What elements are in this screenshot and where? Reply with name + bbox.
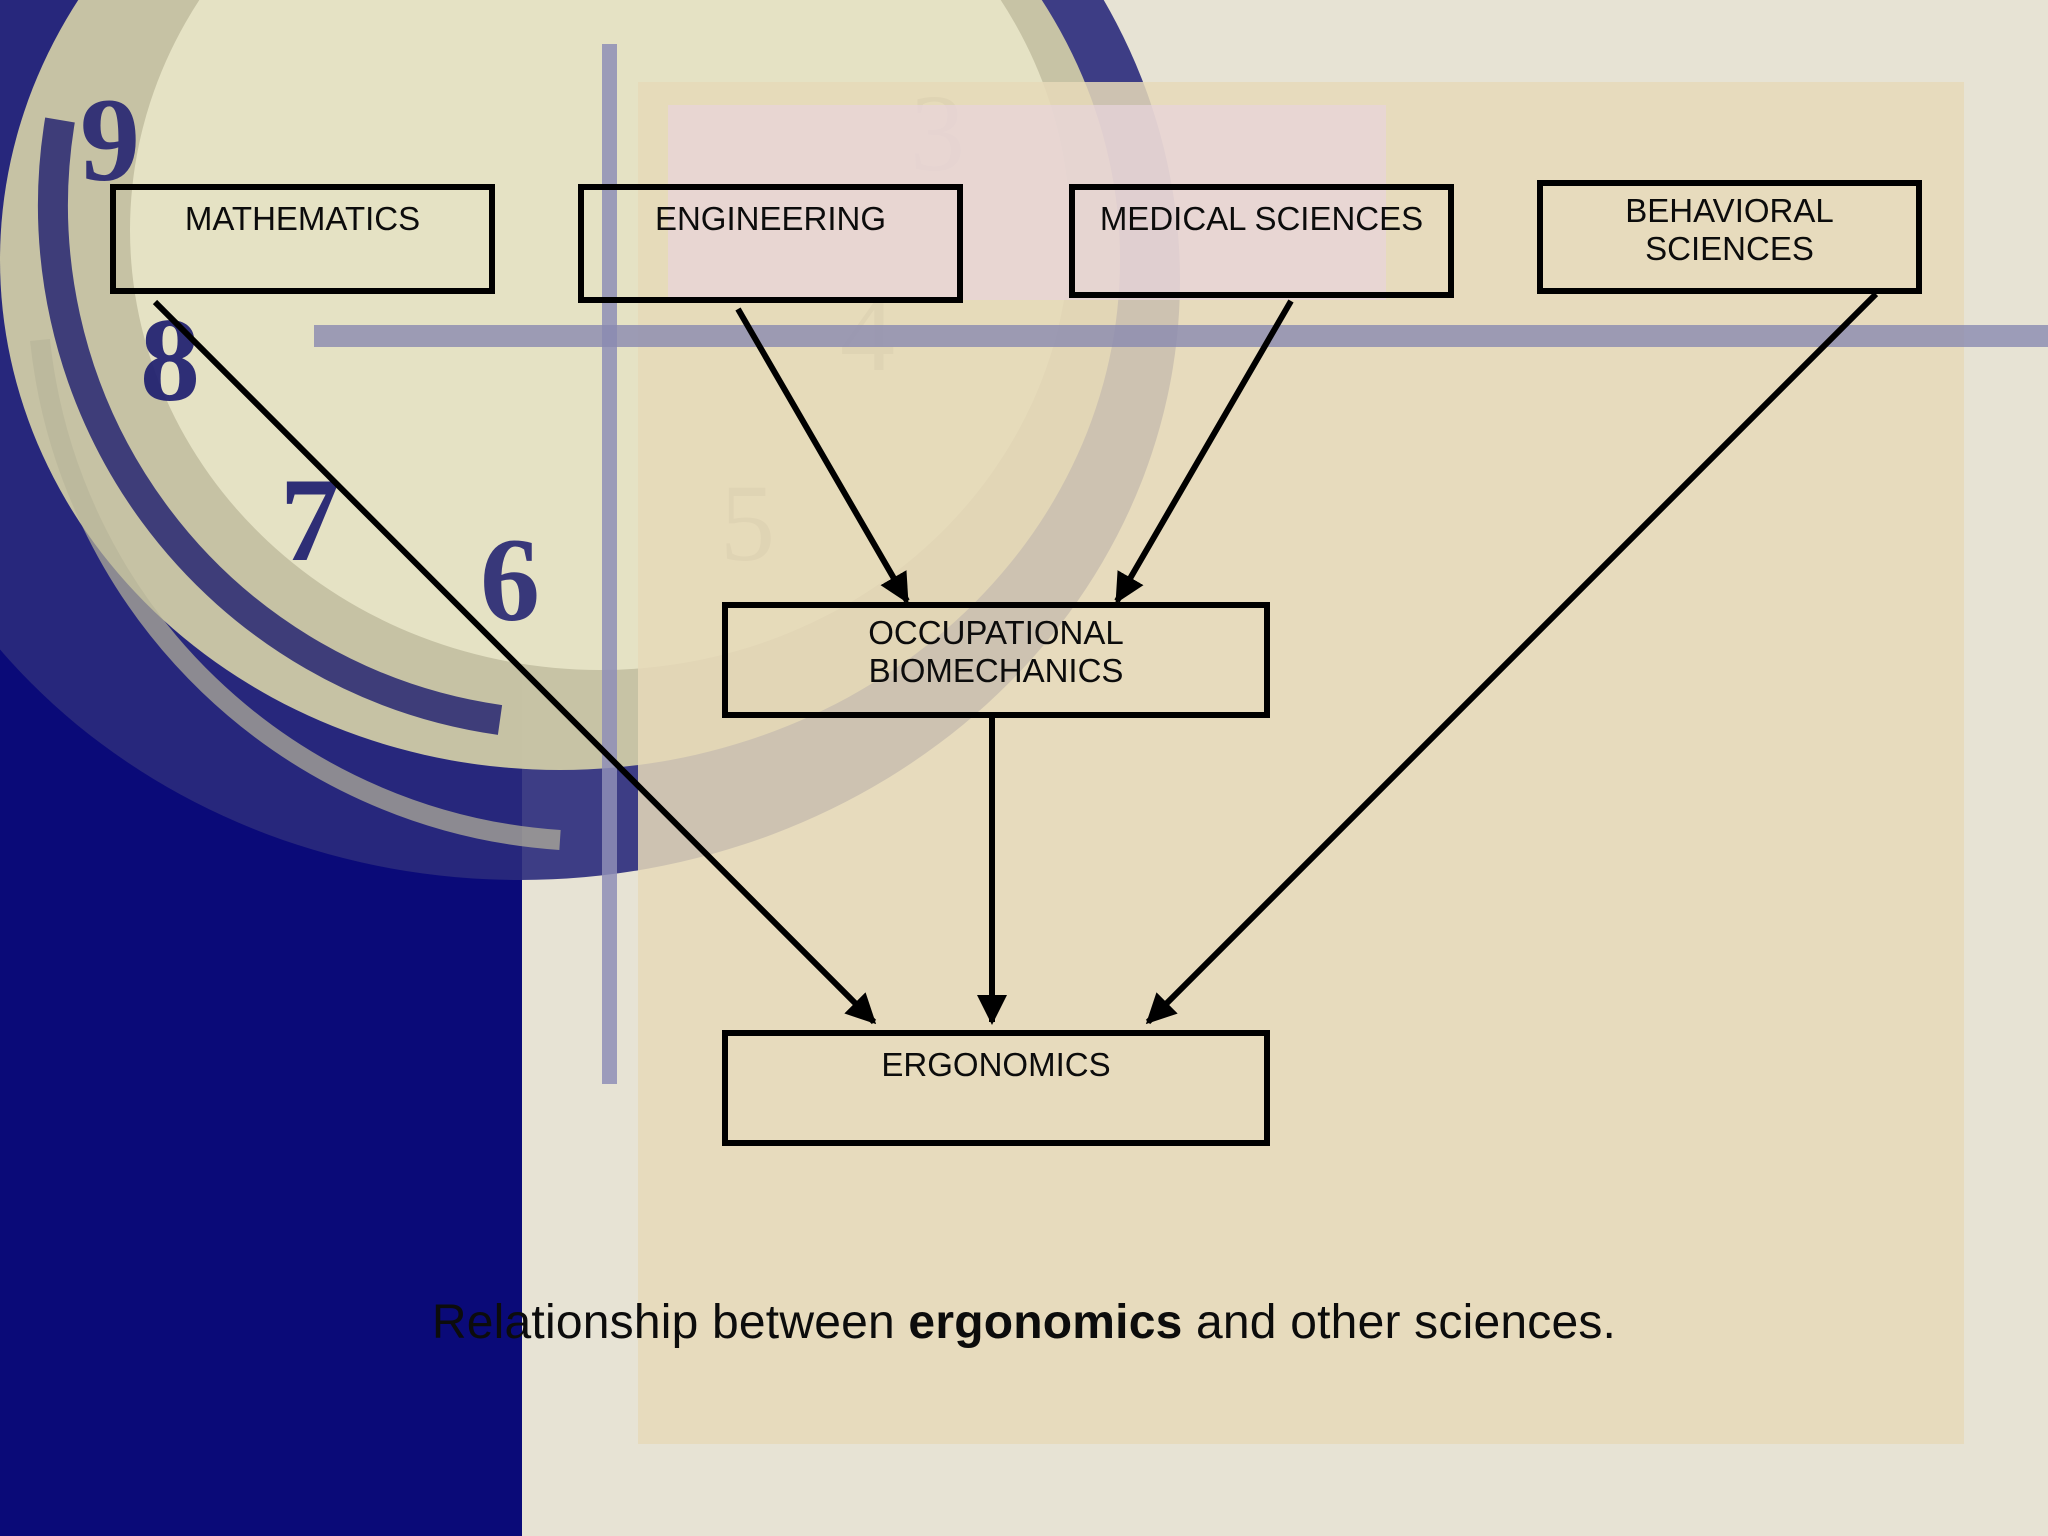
node-behavioral-sciences-line1: BEHAVIORAL — [1625, 192, 1834, 229]
caption-bold-term: ergonomics — [908, 1296, 1183, 1349]
node-behavioral-sciences: BEHAVIORAL SCIENCES — [1537, 180, 1922, 294]
node-medical-sciences: MEDICAL SCIENCES — [1069, 184, 1454, 298]
node-behavioral-sciences-label: BEHAVIORAL SCIENCES — [1543, 186, 1916, 268]
svg-text:9: 9 — [80, 73, 140, 206]
caption-suffix: and other sciences. — [1182, 1296, 1617, 1349]
node-occupational-biomechanics-label: OCCUPATIONAL BIOMECHANICS — [728, 608, 1264, 690]
edge-mathematics-to-ergonomics — [152, 299, 877, 1025]
node-mathematics: MATHEMATICS — [110, 184, 495, 294]
node-ergonomics: ERGONOMICS — [722, 1030, 1270, 1146]
svg-text:6: 6 — [480, 513, 540, 646]
node-occupational-biomechanics-line1: OCCUPATIONAL — [868, 614, 1124, 651]
caption-prefix: Relationship between — [431, 1296, 909, 1349]
node-medical-sciences-label: MEDICAL SCIENCES — [1099, 200, 1424, 237]
node-occupational-biomechanics-line2: BIOMECHANICS — [868, 652, 1124, 689]
background-vertical-bar — [602, 44, 617, 1084]
node-engineering-label: ENGINEERING — [654, 200, 887, 237]
edge-behavioral-sciences-to-ergonomics — [1145, 291, 1879, 1025]
background-tint-block — [668, 105, 1386, 300]
edge-medical-sciences-to-occupational-biomechanics — [1114, 299, 1294, 604]
node-engineering: ENGINEERING — [578, 184, 963, 303]
node-behavioral-sciences-line2: SCIENCES — [1645, 230, 1814, 267]
node-mathematics-label: MATHEMATICS — [184, 200, 421, 237]
edge-engineering-to-occupational-biomechanics — [735, 307, 910, 604]
node-ergonomics-label: ERGONOMICS — [881, 1046, 1111, 1083]
node-occupational-biomechanics: OCCUPATIONAL BIOMECHANICS — [722, 602, 1270, 718]
background-panel — [638, 82, 1964, 1444]
figure-caption: Relationship between ergonomics and othe… — [0, 1295, 2048, 1350]
